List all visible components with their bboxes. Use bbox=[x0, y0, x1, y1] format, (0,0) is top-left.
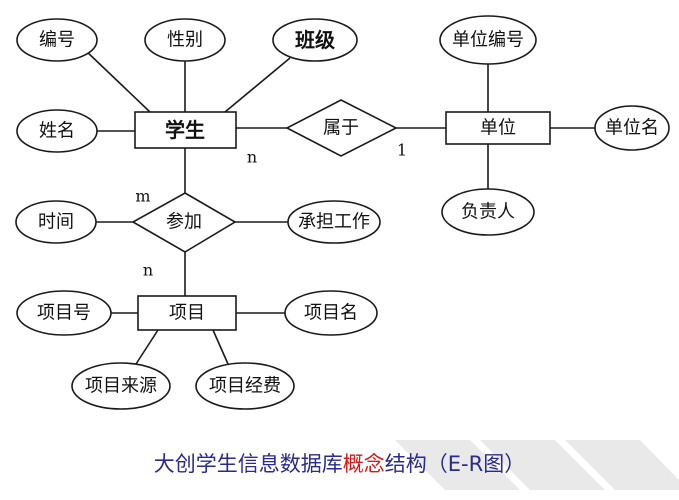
attribute-proj-source-label: 项目来源 bbox=[85, 376, 157, 397]
entity-unit: 单位 bbox=[445, 111, 551, 145]
watermark-logo bbox=[395, 440, 679, 490]
attribute-class: 班级 bbox=[272, 18, 358, 62]
attribute-work-label: 承担工作 bbox=[298, 212, 370, 233]
relation-belongs-label: 属于 bbox=[323, 118, 359, 139]
attribute-proj-no-label: 项目号 bbox=[37, 303, 91, 324]
connector-lines bbox=[84, 49, 597, 365]
attribute-proj-no: 项目号 bbox=[16, 290, 112, 336]
line-student-class bbox=[224, 57, 291, 113]
attribute-gender: 性别 bbox=[144, 18, 226, 62]
line-project-fund bbox=[212, 329, 229, 365]
entity-student: 学生 bbox=[134, 111, 237, 149]
attribute-leader-label: 负责人 bbox=[461, 202, 515, 223]
attribute-stu-no-label: 编号 bbox=[39, 30, 75, 51]
attribute-proj-name-label: 项目名 bbox=[304, 303, 358, 324]
line-student-stuno bbox=[84, 49, 151, 113]
relation-participate-label: 参加 bbox=[166, 212, 202, 233]
caption-part2: 结构（E-R图） bbox=[384, 452, 526, 476]
attribute-proj-source: 项目来源 bbox=[71, 362, 171, 410]
attribute-unit-no-label: 单位编号 bbox=[452, 30, 524, 51]
attribute-proj-name: 项目名 bbox=[284, 290, 378, 336]
relation-belongs: 属于 bbox=[285, 99, 398, 157]
attribute-stu-no: 编号 bbox=[16, 18, 98, 62]
cardinality-student-belongs: n bbox=[247, 148, 257, 167]
entity-project-label: 项目 bbox=[169, 303, 205, 324]
line-project-source bbox=[135, 329, 159, 365]
attribute-time-label: 时间 bbox=[38, 212, 74, 233]
caption-highlight: 概念 bbox=[342, 452, 385, 476]
attribute-proj-fund-label: 项目经费 bbox=[209, 376, 281, 397]
attribute-class-label: 班级 bbox=[295, 28, 335, 52]
attribute-unit-no: 单位编号 bbox=[439, 15, 537, 65]
attribute-time: 时间 bbox=[15, 200, 97, 244]
attribute-name-label: 姓名 bbox=[39, 121, 75, 142]
entity-unit-label: 单位 bbox=[480, 118, 516, 139]
diagram-caption: 大创学生信息数据库概念结构（E-R图） bbox=[0, 448, 679, 478]
entity-project: 项目 bbox=[137, 295, 237, 331]
cardinality-participate-project: n bbox=[143, 261, 153, 280]
caption-part1: 大创学生信息数据库 bbox=[153, 452, 343, 476]
attribute-leader: 负责人 bbox=[441, 188, 535, 236]
attribute-unit-name-label: 单位名 bbox=[605, 118, 659, 139]
relation-participate: 参加 bbox=[131, 192, 237, 253]
attribute-proj-fund: 项目经费 bbox=[195, 362, 295, 410]
cardinality-belongs-unit: 1 bbox=[397, 141, 407, 160]
attribute-unit-name: 单位名 bbox=[594, 105, 670, 151]
attribute-gender-label: 性别 bbox=[167, 30, 203, 51]
entity-student-label: 学生 bbox=[165, 118, 205, 142]
attribute-work: 承担工作 bbox=[287, 200, 381, 244]
attribute-name: 姓名 bbox=[16, 109, 98, 153]
cardinality-student-participate: m bbox=[135, 187, 150, 206]
